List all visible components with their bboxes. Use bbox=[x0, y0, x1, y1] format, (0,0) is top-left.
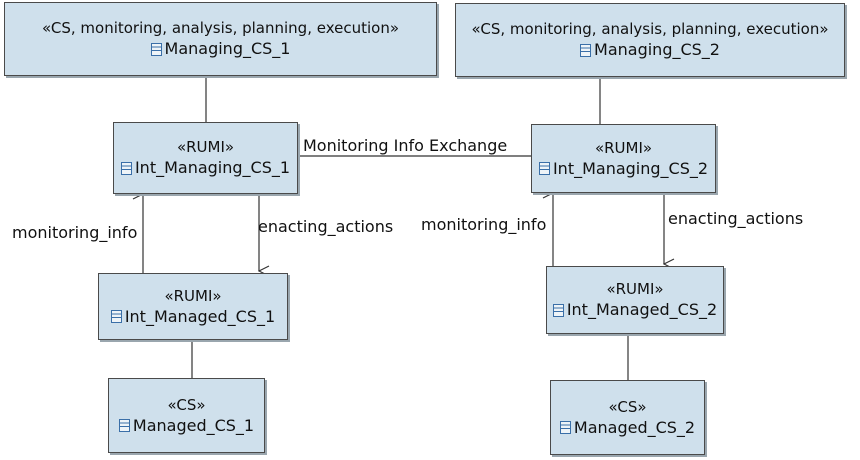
edge-label-monitoring-info-1: monitoring_info bbox=[12, 223, 138, 242]
node-name: Managed_CS_2 bbox=[573, 417, 696, 437]
stereotype-label: «RUMI» bbox=[594, 138, 653, 157]
class-icon bbox=[559, 421, 571, 434]
node-name: Int_Managed_CS_2 bbox=[566, 300, 718, 319]
stereotype-label: «CS, monitoring, analysis, planning, exe… bbox=[471, 20, 829, 38]
node-name: Int_Managing_CS_1 bbox=[134, 158, 291, 177]
node-name: Managing_CS_1 bbox=[164, 39, 291, 58]
stereotype-label: «CS» bbox=[167, 395, 206, 414]
edge-label-monitoring-info-exchange: Monitoring Info Exchange bbox=[303, 136, 508, 155]
managed-cs-2-box[interactable]: «CS» Managed_CS_2 bbox=[550, 380, 705, 455]
class-icon bbox=[150, 42, 162, 56]
edge-label-monitoring-info-2: monitoring_info bbox=[421, 215, 547, 234]
int-managed-cs-2-box[interactable]: «RUMI» Int_Managed_CS_2 bbox=[546, 266, 724, 334]
managing-cs-1-box[interactable]: «CS, monitoring, analysis, planning, exe… bbox=[4, 2, 437, 76]
stereotype-label: «CS» bbox=[608, 397, 647, 416]
class-icon bbox=[580, 43, 592, 57]
int-managed-cs-1-box[interactable]: «RUMI» Int_Managed_CS_1 bbox=[98, 273, 288, 340]
node-name: Int_Managed_CS_1 bbox=[124, 306, 276, 326]
class-icon bbox=[552, 303, 564, 317]
node-name: Int_Managing_CS_2 bbox=[552, 158, 709, 178]
managed-cs-1-box[interactable]: «CS» Managed_CS_1 bbox=[108, 378, 265, 453]
class-icon bbox=[118, 419, 130, 432]
class-icon bbox=[110, 310, 122, 323]
node-name: Managed_CS_1 bbox=[132, 415, 255, 435]
stereotype-label: «RUMI» bbox=[176, 138, 235, 156]
stereotype-label: «CS, monitoring, analysis, planning, exe… bbox=[41, 19, 400, 37]
edge-label-enacting-actions-1: enacting_actions bbox=[258, 217, 394, 236]
edge-label-enacting-actions-2: enacting_actions bbox=[668, 209, 804, 228]
class-icon bbox=[120, 161, 132, 175]
class-icon bbox=[538, 162, 550, 175]
node-name: Managing_CS_2 bbox=[594, 40, 720, 59]
int-managing-cs-1-box[interactable]: «RUMI» Int_Managing_CS_1 bbox=[113, 122, 298, 194]
int-managing-cs-2-box[interactable]: «RUMI» Int_Managing_CS_2 bbox=[531, 124, 716, 193]
stereotype-label: «RUMI» bbox=[606, 280, 664, 298]
managing-cs-2-box[interactable]: «CS, monitoring, analysis, planning, exe… bbox=[455, 3, 845, 77]
stereotype-label: «RUMI» bbox=[164, 286, 222, 305]
